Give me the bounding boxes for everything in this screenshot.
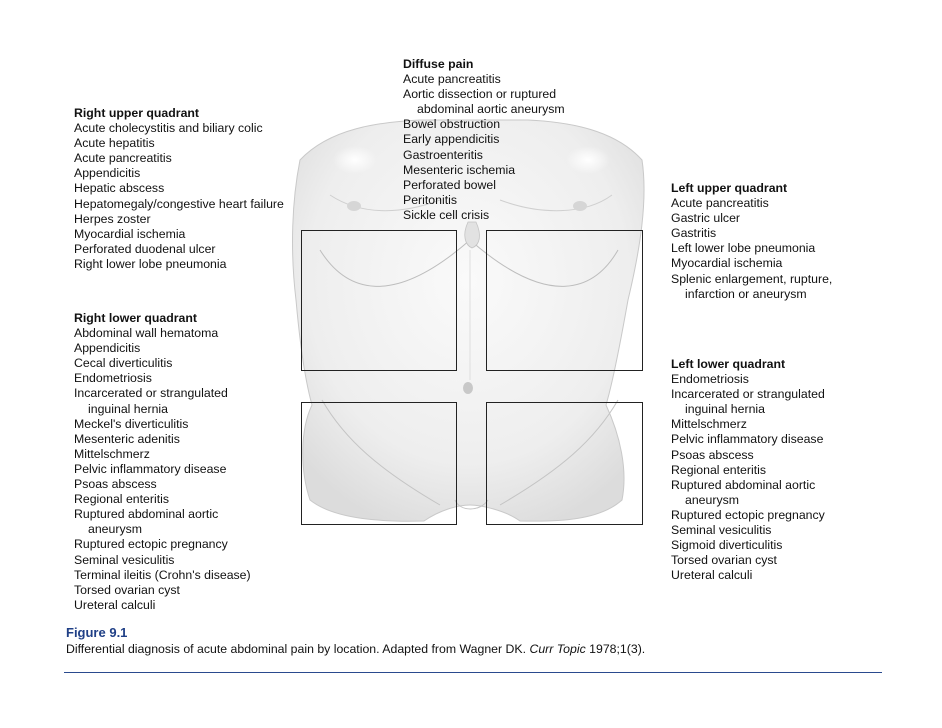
condition-item: Mesenteric adenitis bbox=[74, 432, 251, 447]
condition-item: Incarcerated or strangulated bbox=[671, 387, 825, 402]
condition-item: inguinal hernia bbox=[671, 402, 825, 417]
condition-item: Ureteral calculi bbox=[74, 598, 251, 613]
caption-text-after: 1978;1(3). bbox=[586, 642, 645, 656]
condition-item: Terminal ileitis (Crohn's disease) bbox=[74, 568, 251, 583]
condition-item: Seminal vesiculitis bbox=[671, 523, 825, 538]
condition-item: Perforated duodenal ulcer bbox=[74, 242, 284, 257]
condition-item: Bowel obstruction bbox=[403, 117, 565, 132]
condition-item: Ruptured ectopic pregnancy bbox=[74, 537, 251, 552]
condition-item: Ureteral calculi bbox=[671, 568, 825, 583]
condition-item: Meckel's diverticulitis bbox=[74, 417, 251, 432]
condition-item: aneurysm bbox=[671, 493, 825, 508]
right-upper-quadrant-list: Right upper quadrant Acute cholecystitis… bbox=[74, 106, 284, 272]
condition-item: Myocardial ischemia bbox=[74, 227, 284, 242]
condition-item: Acute pancreatitis bbox=[403, 72, 565, 87]
condition-item: Psoas abscess bbox=[671, 448, 825, 463]
condition-item: Sickle cell crisis bbox=[403, 208, 565, 223]
condition-item: Appendicitis bbox=[74, 341, 251, 356]
condition-item: Cecal diverticulitis bbox=[74, 356, 251, 371]
condition-item: abdominal aortic aneurysm bbox=[403, 102, 565, 117]
quadrant-box-left-upper bbox=[486, 230, 643, 371]
condition-item: Incarcerated or strangulated bbox=[74, 386, 251, 401]
condition-item: Aortic dissection or ruptured bbox=[403, 87, 565, 102]
condition-item: Pelvic inflammatory disease bbox=[671, 432, 825, 447]
quadrant-box-right-upper bbox=[301, 230, 457, 371]
quadrant-box-left-lower bbox=[486, 402, 643, 525]
divider-rule bbox=[64, 672, 882, 673]
condition-item: inguinal hernia bbox=[74, 402, 251, 417]
condition-item: Peritonitis bbox=[403, 193, 565, 208]
condition-item: Myocardial ischemia bbox=[671, 256, 832, 271]
right-upper-quadrant-heading: Right upper quadrant bbox=[74, 106, 284, 121]
caption-text: Differential diagnosis of acute abdomina… bbox=[66, 641, 645, 657]
condition-item: Ruptured abdominal aortic bbox=[74, 507, 251, 522]
condition-item: Acute cholecystitis and biliary colic bbox=[74, 121, 284, 136]
condition-item: Acute pancreatitis bbox=[671, 196, 832, 211]
condition-item: Perforated bowel bbox=[403, 178, 565, 193]
condition-item: Regional enteritis bbox=[671, 463, 825, 478]
right-lower-quadrant-list: Right lower quadrant Abdominal wall hema… bbox=[74, 311, 251, 613]
condition-item: Acute hepatitis bbox=[74, 136, 284, 151]
condition-item: Torsed ovarian cyst bbox=[74, 583, 251, 598]
condition-item: Ruptured ectopic pregnancy bbox=[671, 508, 825, 523]
figure-caption: Figure 9.1 Differential diagnosis of acu… bbox=[66, 625, 645, 657]
condition-item: infarction or aneurysm bbox=[671, 287, 832, 302]
right-lower-quadrant-heading: Right lower quadrant bbox=[74, 311, 251, 326]
condition-item: Torsed ovarian cyst bbox=[671, 553, 825, 568]
condition-item: Abdominal wall hematoma bbox=[74, 326, 251, 341]
condition-item: Gastroenteritis bbox=[403, 148, 565, 163]
condition-item: Endometriosis bbox=[74, 371, 251, 386]
condition-item: Early appendicitis bbox=[403, 132, 565, 147]
condition-item: Gastric ulcer bbox=[671, 211, 832, 226]
caption-journal: Curr Topic bbox=[529, 642, 585, 656]
condition-item: Gastritis bbox=[671, 226, 832, 241]
condition-item: Splenic enlargement, rupture, bbox=[671, 272, 832, 287]
condition-item: Endometriosis bbox=[671, 372, 825, 387]
condition-item: aneurysm bbox=[74, 522, 251, 537]
condition-item: Sigmoid diverticulitis bbox=[671, 538, 825, 553]
condition-item: Pelvic inflammatory disease bbox=[74, 462, 251, 477]
condition-item: Hepatic abscess bbox=[74, 181, 284, 196]
condition-item: Left lower lobe pneumonia bbox=[671, 241, 832, 256]
left-lower-quadrant-heading: Left lower quadrant bbox=[671, 357, 825, 372]
condition-item: Seminal vesiculitis bbox=[74, 553, 251, 568]
condition-item: Appendicitis bbox=[74, 166, 284, 181]
quadrant-box-right-lower bbox=[301, 402, 457, 525]
condition-item: Herpes zoster bbox=[74, 212, 284, 227]
condition-item: Psoas abscess bbox=[74, 477, 251, 492]
condition-item: Mittelschmerz bbox=[671, 417, 825, 432]
left-upper-quadrant-heading: Left upper quadrant bbox=[671, 181, 832, 196]
condition-item: Mesenteric ischemia bbox=[403, 163, 565, 178]
condition-item: Mittelschmerz bbox=[74, 447, 251, 462]
diffuse-pain-heading: Diffuse pain bbox=[403, 57, 565, 72]
condition-item: Acute pancreatitis bbox=[74, 151, 284, 166]
condition-item: Ruptured abdominal aortic bbox=[671, 478, 825, 493]
condition-item: Regional enteritis bbox=[74, 492, 251, 507]
condition-item: Right lower lobe pneumonia bbox=[74, 257, 284, 272]
condition-item: Hepatomegaly/congestive heart failure bbox=[74, 197, 284, 212]
caption-text-before: Differential diagnosis of acute abdomina… bbox=[66, 642, 529, 656]
figure-label: Figure 9.1 bbox=[66, 625, 645, 641]
